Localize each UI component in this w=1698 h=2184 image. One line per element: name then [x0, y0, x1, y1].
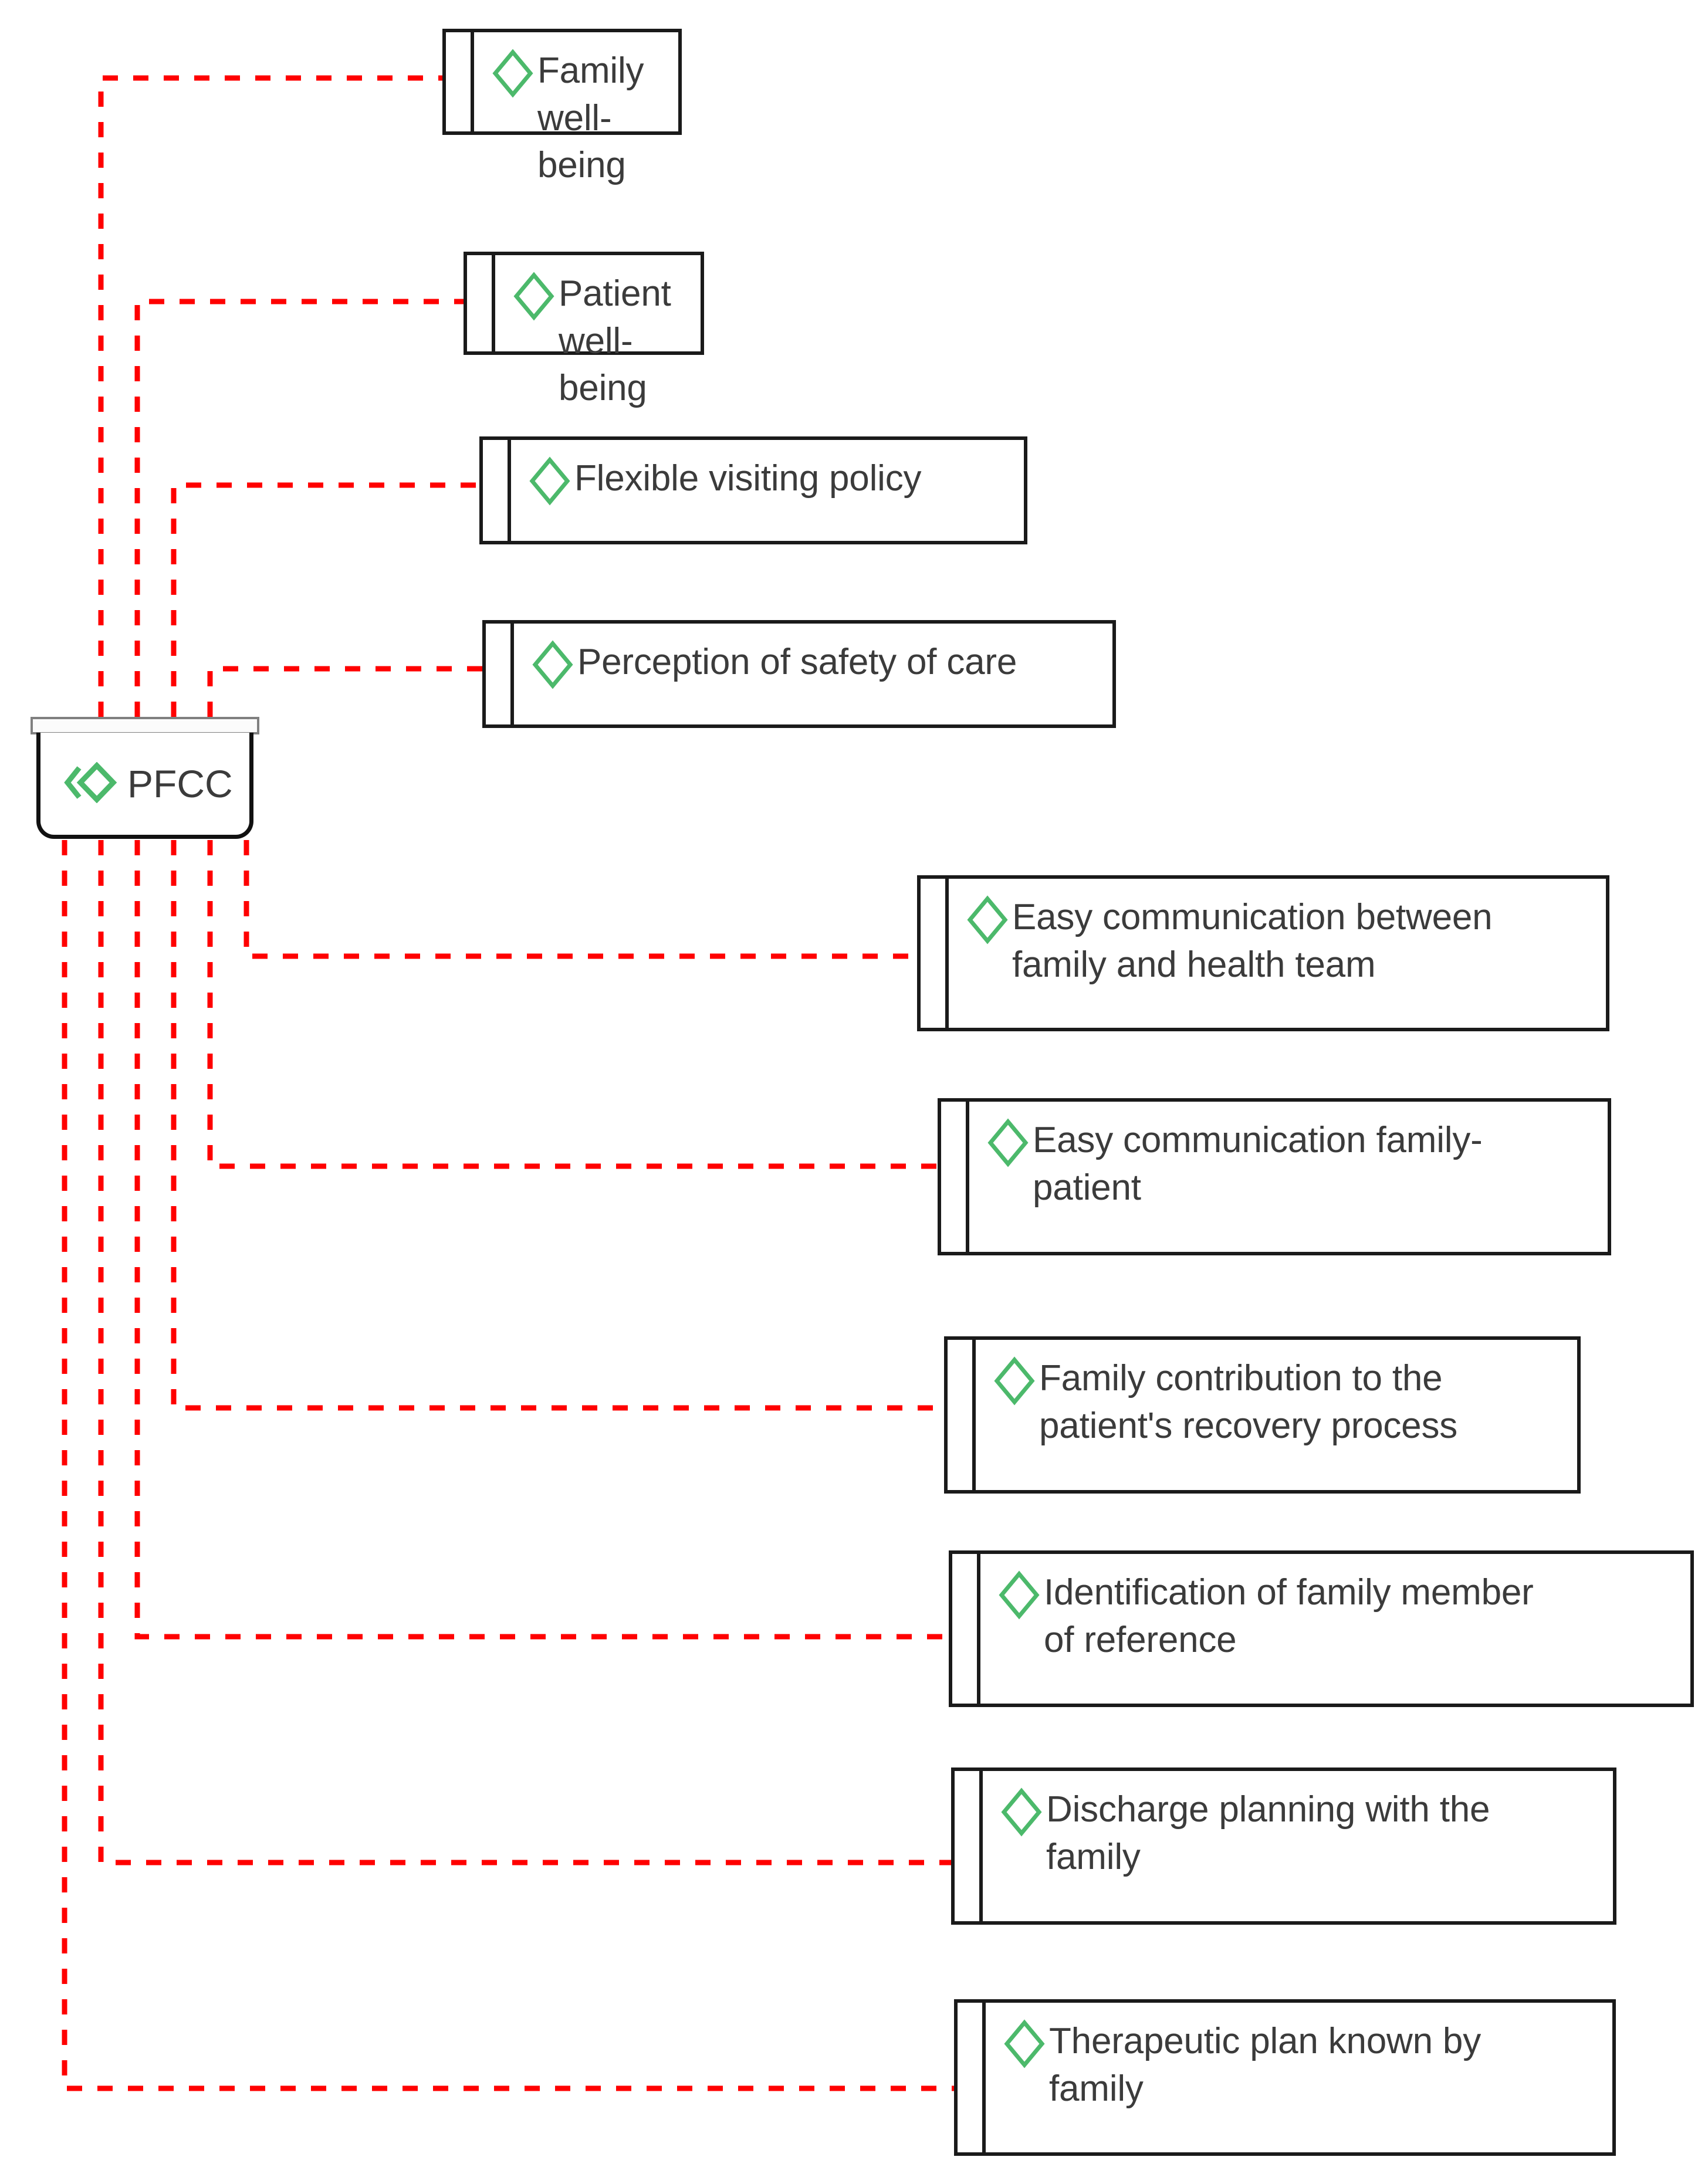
diamond-icon [513, 272, 555, 324]
root-node-cap [31, 717, 259, 734]
node-label: Therapeutic plan known by family [1049, 2021, 1481, 2109]
node-label: Family contribution to the patient's rec… [1039, 1358, 1458, 1446]
connector-family-well-being [98, 75, 442, 717]
node-label: Perception of safety of care [577, 642, 1017, 682]
connector-flexible-visiting-policy [171, 482, 479, 717]
node-body: Family contribution to the patient's rec… [976, 1340, 1577, 1490]
diamond-icon [993, 1356, 1036, 1408]
node-body: Perception of safety of care [514, 624, 1112, 724]
node-body: Easy communication between family and he… [949, 879, 1606, 1028]
node-therapeutic-plan[interactable]: Therapeutic plan known by family [954, 1999, 1616, 2156]
node-stripe [486, 624, 514, 724]
node-stripe [446, 32, 474, 131]
node-body: Therapeutic plan known by family [986, 2003, 1612, 2152]
diamond-icon [492, 49, 534, 101]
root-node-body: PFCC [36, 733, 253, 839]
node-stripe [948, 1340, 976, 1490]
root-node-label: PFCC [127, 762, 233, 805]
connector-easy-comm-family-patient [207, 840, 938, 1169]
node-family-contribution[interactable]: Family contribution to the patient's rec… [944, 1336, 1581, 1494]
node-discharge-planning[interactable]: Discharge planning with the family [951, 1767, 1616, 1925]
node-body: Easy communication family- patient [969, 1102, 1608, 1252]
node-family-well-being[interactable]: Family well-being [442, 29, 682, 185]
node-patient-well-being[interactable]: Patient well-being [464, 252, 704, 408]
node-stripe [955, 1771, 983, 1921]
diamond-icon [966, 895, 1009, 947]
node-stripe [467, 255, 495, 351]
node-body: Identification of family member of refer… [980, 1554, 1690, 1704]
diamond-icon [532, 640, 574, 692]
node-stripe [958, 2003, 986, 2152]
node-label: Patient well-being [559, 273, 671, 409]
node-stripe [483, 440, 511, 541]
connector-easy-comm-family-team [243, 840, 917, 959]
node-label: Easy communication family- patient [1033, 1120, 1483, 1208]
node-label: Family well-being [537, 50, 644, 186]
node-easy-comm-family-patient[interactable]: Easy communication family- patient [938, 1098, 1611, 1255]
double-diamond-icon [62, 761, 118, 806]
root-node-pfcc[interactable]: PFCC [31, 717, 259, 839]
node-flexible-visiting-policy[interactable]: Flexible visiting policy [479, 436, 1027, 544]
node-easy-comm-family-team[interactable]: Easy communication between family and he… [917, 875, 1609, 1031]
node-stripe [952, 1554, 980, 1704]
node-label: Easy communication between family and he… [1012, 897, 1493, 985]
node-body: Flexible visiting policy [511, 440, 1024, 541]
node-label: Identification of family member of refer… [1044, 1572, 1534, 1660]
connector-perception-of-safety [207, 666, 482, 717]
node-family-member-reference[interactable]: Identification of family member of refer… [949, 1550, 1694, 1707]
diamond-icon [1003, 2019, 1046, 2071]
connector-therapeutic-plan [62, 840, 954, 2091]
connector-family-member-reference [134, 840, 949, 1640]
node-body: Family well-being [474, 32, 678, 185]
node-body: Discharge planning with the family [983, 1771, 1613, 1921]
connector-patient-well-being [134, 299, 464, 717]
node-body: Patient well-being [495, 255, 701, 408]
diamond-icon [987, 1118, 1029, 1170]
node-stripe [921, 879, 949, 1028]
node-label: Flexible visiting policy [574, 458, 922, 499]
node-perception-of-safety[interactable]: Perception of safety of care [482, 620, 1116, 728]
connector-discharge-planning [98, 840, 951, 1865]
diamond-icon [1000, 1787, 1043, 1840]
diamond-icon [529, 456, 571, 509]
node-stripe [941, 1102, 969, 1252]
diamond-icon [998, 1570, 1040, 1623]
connector-family-contribution [171, 840, 944, 1411]
node-label: Discharge planning with the family [1046, 1789, 1490, 1877]
